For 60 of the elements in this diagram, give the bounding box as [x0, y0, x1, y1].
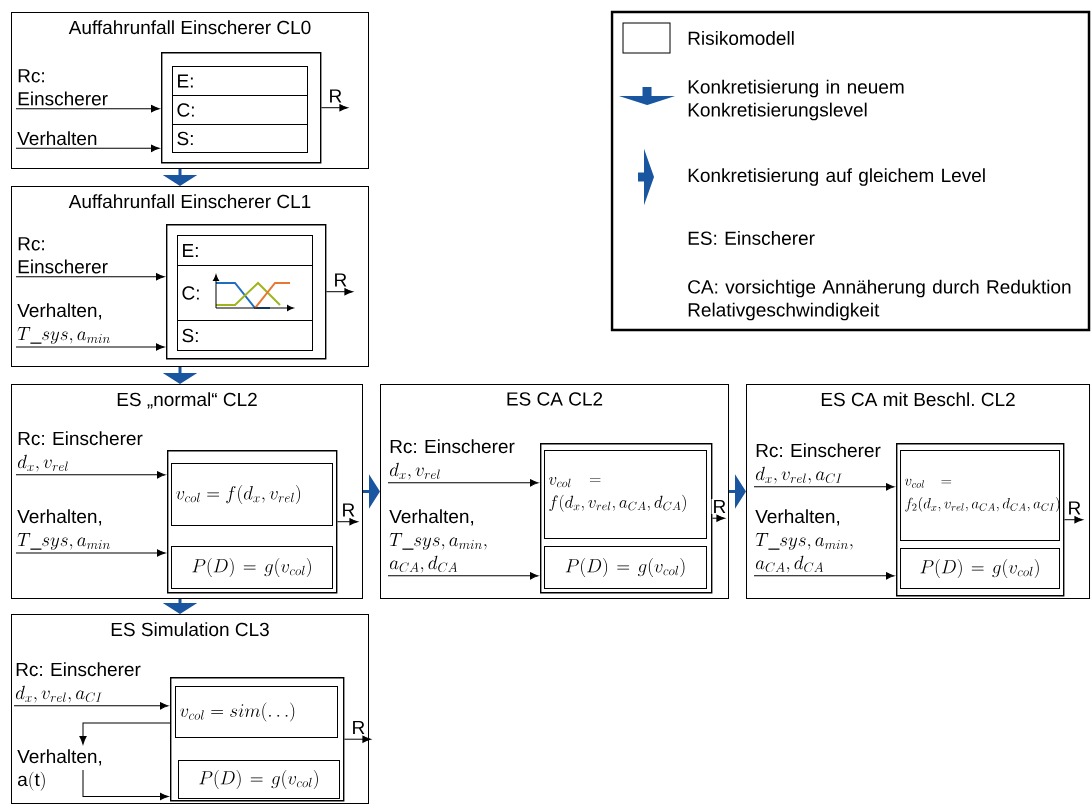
model-box — [170, 677, 345, 802]
formula-box: $P(D) = g(v_{col})$ — [900, 548, 1060, 589]
edge-label: R — [327, 88, 344, 104]
model-row: S: — [177, 320, 313, 351]
legend-text: CA: vorsichtige Annäherung durch Reduktion Relativgeschwindigkeit — [688, 279, 1071, 321]
model-box — [167, 450, 338, 594]
arrow — [336, 518, 358, 526]
model-row: E: — [177, 235, 313, 266]
formula-box: $P(D) = g(v_{col})$ — [544, 546, 707, 589]
arrow — [15, 549, 166, 557]
edge-label: R — [1066, 500, 1083, 516]
input-label: Rc: Einscherer — [18, 69, 108, 106]
model-row: C: — [177, 265, 313, 321]
formula-box: $v_{col} = f(d_x, v_{rel}, a_{CA}, d_{CA})$ — [544, 450, 707, 539]
formula-box: $v_{col} = sim(\ldots)$ — [175, 686, 338, 738]
input-label: Rc: Einscherer $d_x, v_{rel}$ — [389, 439, 515, 480]
input-label: Verhalten, $T\_sys, a_{min}$ — [17, 303, 110, 344]
edge-label: R — [332, 272, 349, 288]
arrow — [13, 702, 169, 710]
arrow — [82, 769, 169, 800]
arrow — [15, 273, 165, 281]
arrow — [15, 144, 160, 152]
arrow — [15, 343, 165, 351]
edge-label: R — [350, 719, 367, 735]
input-label: Verhalten, $T\_sys, a_{min},$ $a_{CA}, d_{CA}$ — [755, 509, 853, 573]
input-label: Verhalten — [17, 131, 97, 146]
arrow — [79, 722, 171, 745]
arrow — [753, 572, 895, 580]
model-row: S: — [172, 124, 308, 153]
formula-box: $P(D) = g(v_{col})$ — [171, 546, 333, 589]
model-box — [161, 52, 322, 164]
arrow — [387, 479, 539, 487]
model-box — [896, 443, 1065, 597]
arrow — [320, 104, 348, 112]
formula-box: $P(D) = g(v_{col})$ — [178, 760, 340, 799]
input-label: Rc: Einscherer $d_x, v_{rel}$ — [17, 431, 143, 472]
input-label: Verhalten, $T\_sys, a_{min}$ — [17, 509, 110, 550]
input-label: Rc: Einscherer $d_x, v_{rel}, a_{CI}$ — [15, 662, 141, 703]
input-label: Rc: Einscherer — [18, 237, 108, 274]
formula-box: $v_{col} = f(d_x, v_{rel})$ — [171, 463, 333, 526]
legend-text: ES: Einscherer — [688, 231, 815, 245]
edge-label: R — [340, 502, 357, 518]
arrow — [15, 105, 160, 113]
input-label: Verhalten, $T\_sys, a_{min},$ $a_{CA}, d_{CA}$ — [389, 509, 487, 573]
legend-text: Konkretisierung auf gleichem Level — [688, 168, 985, 186]
input-label: Rc: Einscherer $d_x, v_{rel}, a_{CI}$ — [755, 443, 881, 484]
arrow — [15, 471, 166, 479]
arrow — [387, 572, 539, 580]
formula-box: $v_{col} = f_2(d_x, v_{rel}, a_{CA}, d_{CA}, a_{CI})$ — [900, 450, 1060, 541]
arrow — [325, 288, 353, 296]
input-label: Verhalten, $\mathrm{a(t)}$ — [17, 749, 102, 791]
arrow — [711, 514, 725, 522]
legend-text: Konkretisierung in neuem Konkretisierungslevel — [688, 79, 904, 121]
legend-text: Risikomodell — [688, 31, 794, 45]
model-box — [166, 224, 327, 360]
arrow — [753, 483, 895, 491]
model-row: E: — [172, 66, 308, 96]
arrow — [343, 735, 371, 743]
model-box — [540, 443, 713, 594]
model-row: C: — [172, 95, 308, 125]
